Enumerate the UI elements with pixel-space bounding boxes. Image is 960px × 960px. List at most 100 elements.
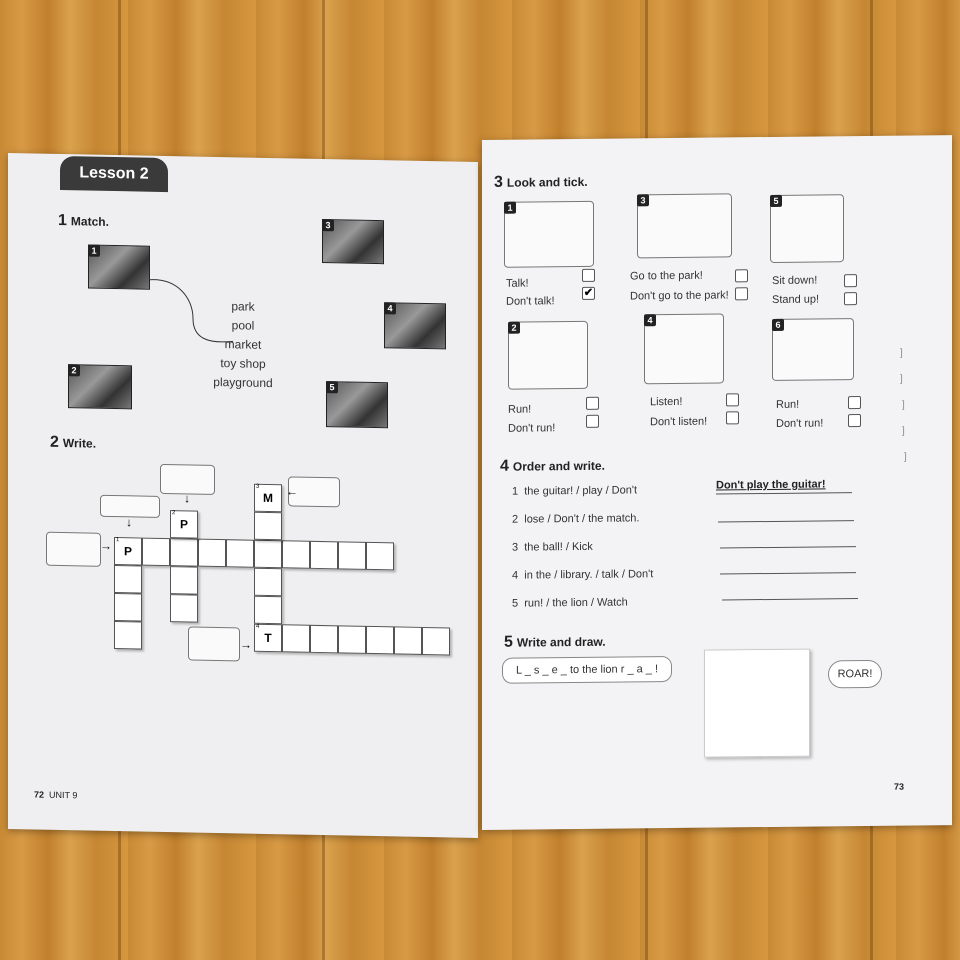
crossword-cell[interactable] [254,511,282,541]
answer-line[interactable] [720,572,856,575]
arrow-left-icon: ← [286,484,298,499]
toy-shop-sketch [188,626,240,662]
word-pool: pool [231,318,255,333]
tick-box[interactable] [735,287,748,301]
page-footer: 73 [894,781,905,792]
crossword-cell[interactable] [170,566,198,595]
arrow-right-icon: → [240,637,252,652]
crossword-cell[interactable] [366,625,394,655]
photo-number: 3 [322,219,334,232]
word-toy-shop: toy shop [220,356,266,371]
illustration-library [504,200,594,268]
playground-sketch [46,531,101,567]
option-text: Don't go to the park! [630,289,729,303]
page-edge-tab: ] [900,347,903,359]
order-item: 5 run! / the lion / Watch [512,596,628,610]
word-market: market [224,337,262,352]
crossword-cell[interactable] [114,565,142,594]
photo-number: 2 [68,364,80,377]
order-item: 3 the ball! / Kick [512,540,593,554]
crossword-cell[interactable] [114,621,142,650]
page-footer: 72 UNIT 9 [34,789,78,801]
arrow-right-icon: → [100,538,112,553]
roar-speech-bubble: ROAR! [828,659,882,689]
crossword-cell[interactable] [366,541,394,571]
option-text: Don't talk! [506,295,555,308]
illustration-kids-running [772,318,854,381]
crossword-cell[interactable] [142,537,170,567]
tick-box[interactable] [735,269,748,283]
page-edge-tab: ] [904,451,907,463]
tick-box-checked[interactable]: ✔ [582,286,595,300]
answer-line[interactable] [722,598,858,601]
option-text: Listen! [650,395,683,409]
item-number: 5 [770,194,782,207]
crossword-cell[interactable] [282,540,310,569]
arrow-down-icon: ↓ [126,515,132,530]
page-edge-tab: ] [900,373,903,385]
order-item: 1 the guitar! / play / Don't [512,484,638,498]
crossword-cell[interactable] [310,540,338,570]
answer-line[interactable] [716,492,852,495]
crossword-cell[interactable] [282,624,310,653]
item-number: 6 [772,318,784,331]
tick-box[interactable] [844,292,857,306]
photo-number: 5 [326,381,338,394]
crossword-cell[interactable] [310,624,338,654]
tick-box[interactable] [726,411,739,425]
tick-box[interactable] [844,274,857,288]
crossword-cell[interactable] [170,538,198,567]
option-text: Run! [776,398,800,411]
tick-box[interactable] [586,414,599,428]
photo-number: 4 [384,302,396,315]
item-number: 3 [637,194,649,207]
answer-line[interactable] [720,546,856,549]
tick-box[interactable] [582,268,595,282]
item-number: 4 [644,314,656,327]
crossword-cell[interactable] [114,593,142,622]
lesson-tab: Lesson 2 [60,155,168,193]
arrow-down-icon: ↓ [184,491,190,506]
order-item: 4 in the / library. / talk / Don't [512,568,654,582]
illustration-rain [637,193,732,259]
option-text: Talk! [506,277,529,290]
crossword-cell[interactable] [422,626,450,656]
crossword-cell[interactable] [338,541,366,570]
order-item: 2 lose / Don't / the match. [512,512,640,526]
drawing-box[interactable] [704,648,810,758]
item-number: 1 [504,201,516,214]
tick-box[interactable] [586,396,599,410]
crossword-cell[interactable] [254,567,282,597]
crossword-cell[interactable] [198,538,226,568]
option-text: Don't run! [776,417,824,430]
tick-box[interactable] [848,414,861,428]
illustration-forest [644,313,724,385]
tick-box[interactable] [848,396,861,410]
option-text: Stand up! [772,293,820,306]
illustration-running-hallway [508,320,588,390]
page-edge-tab: ] [902,425,905,437]
sentence-bubble[interactable]: L _ s _ e _ to the lion r _ a _ ! [502,656,672,684]
answer-line[interactable] [718,520,854,523]
tick-box[interactable] [726,393,739,407]
answer-text: Don't play the guitar! [716,478,826,492]
crossword-cell[interactable] [254,595,282,625]
crossword-cell[interactable] [394,626,422,655]
crossword-cell[interactable] [254,539,282,569]
option-text: Run! [508,403,532,416]
crossword-cell[interactable] [338,625,366,654]
crossword-cell[interactable] [170,594,198,623]
option-text: Don't run! [508,422,556,435]
crossword-cell[interactable] [226,539,254,568]
